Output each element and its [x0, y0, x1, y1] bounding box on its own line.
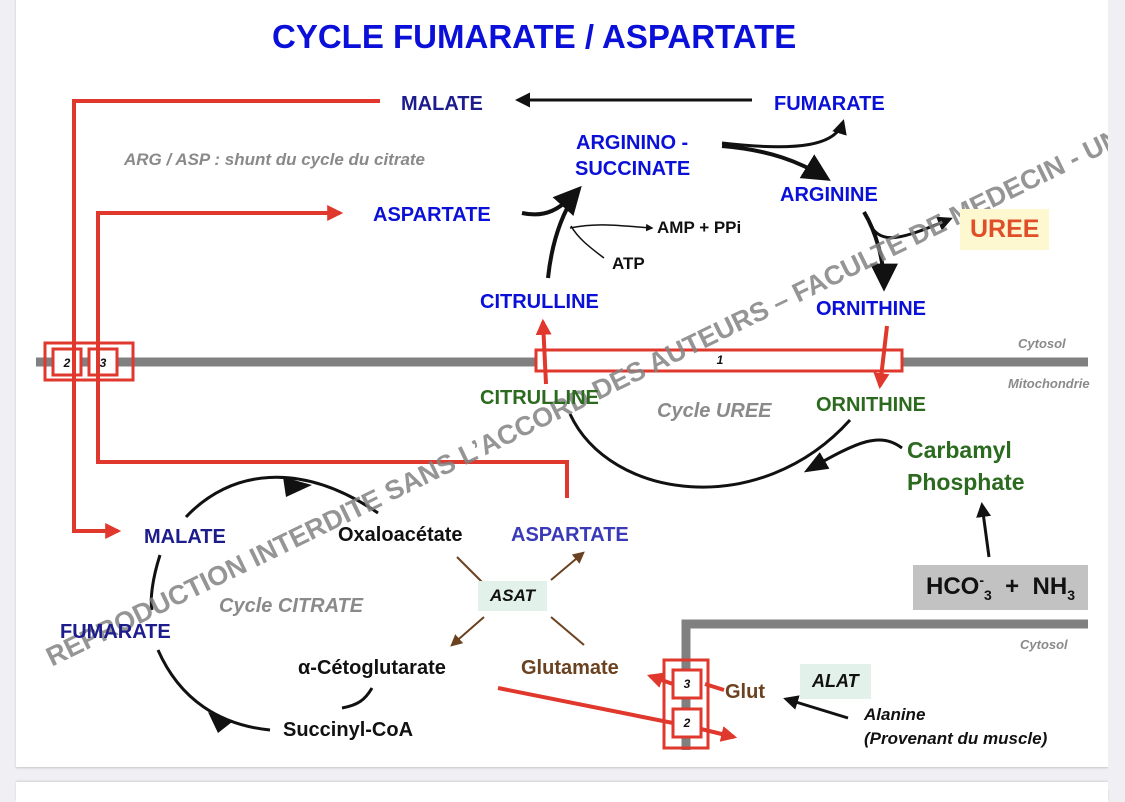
transporter-lower-2-label: 2	[683, 716, 691, 730]
aspartate-to-argininosuccinate-arrow	[521, 185, 582, 217]
hco3-charge: -	[979, 572, 985, 588]
succinyl-arrowhead	[208, 712, 232, 733]
transporter-1-box	[534, 348, 904, 373]
cycle-uree-label: Cycle UREE	[657, 400, 772, 422]
shunt-note: ARG / ASP : shunt du cycle du citrate	[124, 150, 426, 169]
page-gutter	[1108, 0, 1125, 790]
asat-akg-arrow	[450, 616, 485, 647]
alat-enzyme: ALAT	[800, 664, 871, 699]
slide-card	[16, 0, 1108, 767]
lower-cytosol-label: Cytosol	[1020, 637, 1068, 652]
cytosol-ornithine: ORNITHINE	[816, 298, 926, 320]
amp-ppi-arrow	[569, 223, 654, 232]
citrate-arc-right	[341, 687, 374, 710]
citrate-aspartate: ASPARTATE	[511, 524, 629, 546]
uree-product: UREE	[960, 209, 1050, 250]
alanine-line1: Alanine	[864, 705, 926, 724]
transporter-2-box	[51, 347, 83, 377]
asat-enzyme: ASAT	[478, 581, 548, 611]
glut-transport-arrow	[650, 676, 725, 692]
citrate-arc-bottom	[156, 649, 271, 732]
atp: ATP	[612, 254, 645, 273]
hco3-to-carbamyl-arrow	[976, 502, 992, 558]
asat-oxaloacetate-line	[456, 556, 485, 585]
argininosuccinate-to-arginine-arrow	[721, 144, 831, 181]
cytosol-citrulline: CITRULLINE	[480, 291, 599, 313]
transporter-3-box	[87, 347, 119, 377]
citrate-fumarate: FUMARATE	[60, 621, 171, 643]
plus-sign: +	[1005, 573, 1020, 600]
page-title: CYCLE FUMARATE / ASPARTATE	[272, 18, 797, 55]
mito-urea-arc	[568, 413, 852, 489]
argininosuccinate-to-fumarate-arrow	[721, 119, 847, 149]
nh3: NH	[1032, 573, 1068, 600]
atp-line	[570, 225, 605, 259]
arginine-to-uree-arrow	[868, 216, 953, 240]
mitochondrie-label: Mitochondrie	[1008, 376, 1090, 391]
asat-glutamate-line	[550, 616, 585, 646]
arginine: ARGININE	[780, 184, 878, 206]
glut: Glut	[725, 681, 765, 703]
cytosol-label: Cytosol	[1018, 336, 1066, 351]
malate-shuttle-line	[72, 99, 380, 539]
akg-transport-arrow	[497, 686, 734, 737]
argininosuccinate-line1: ARGININO -	[576, 132, 689, 154]
nh3-sub: 3	[1067, 586, 1075, 603]
cytosol-fumarate: FUMARATE	[774, 93, 885, 115]
aspartate-shuttle-line	[96, 205, 569, 498]
carbamyl-line1: Carbamyl	[907, 437, 1012, 463]
argininosuccinate-line2: SUCCINATE	[575, 158, 691, 180]
amp-ppi: AMP + PPi	[657, 218, 742, 237]
asat-aspartate-arrow	[550, 551, 585, 581]
alpha-ketoglutarate: α-Cétoglutarate	[298, 657, 446, 679]
hco3-nh3-box: HCO-3 + NH3	[913, 565, 1088, 610]
cytosol-malate: MALATE	[401, 93, 483, 115]
cytosol-aspartate: ASPARTATE	[373, 204, 491, 226]
carbamyl-to-cycle-arrow	[803, 438, 903, 473]
transporter-lower-outer	[662, 658, 710, 750]
citrate-arc-top	[184, 475, 379, 519]
mito-citrulline: CITRULLINE	[480, 387, 599, 409]
transporter-1-label: 1	[716, 353, 724, 367]
alanine-line2: (Provenant du muscle)	[864, 729, 1048, 748]
transporter-3-label: 3	[99, 356, 107, 370]
carbamyl-line2: Phosphate	[907, 469, 1025, 495]
hco3: HCO	[926, 573, 980, 600]
transporter-2-label: 2	[63, 356, 71, 370]
citrate-arc-left	[149, 554, 162, 611]
citrate-malate: MALATE	[144, 526, 226, 548]
citrulline-transport-arrow	[535, 318, 552, 385]
glutamate: Glutamate	[521, 657, 619, 679]
transporter-lower-3-box	[671, 668, 703, 700]
arginine-to-ornithine-arrow	[862, 210, 898, 292]
oxaloacetate: Oxaloacétate	[338, 524, 463, 546]
citrate-top-arrowhead	[283, 477, 312, 497]
ornithine-transport-arrow	[873, 325, 890, 390]
transporter-23-outer	[43, 341, 135, 382]
transporter-lower-3-label: 3	[683, 677, 691, 691]
succinyl-coa: Succinyl-CoA	[283, 719, 414, 741]
mito-ornithine: ORNITHINE	[816, 394, 926, 416]
cycle-citrate-label: Cycle CITRATE	[219, 595, 364, 617]
citrulline-to-argininosuccinate-arc	[546, 194, 576, 279]
alanine-to-glut-arrow	[783, 695, 849, 720]
hco3-sub: 3	[984, 586, 992, 603]
